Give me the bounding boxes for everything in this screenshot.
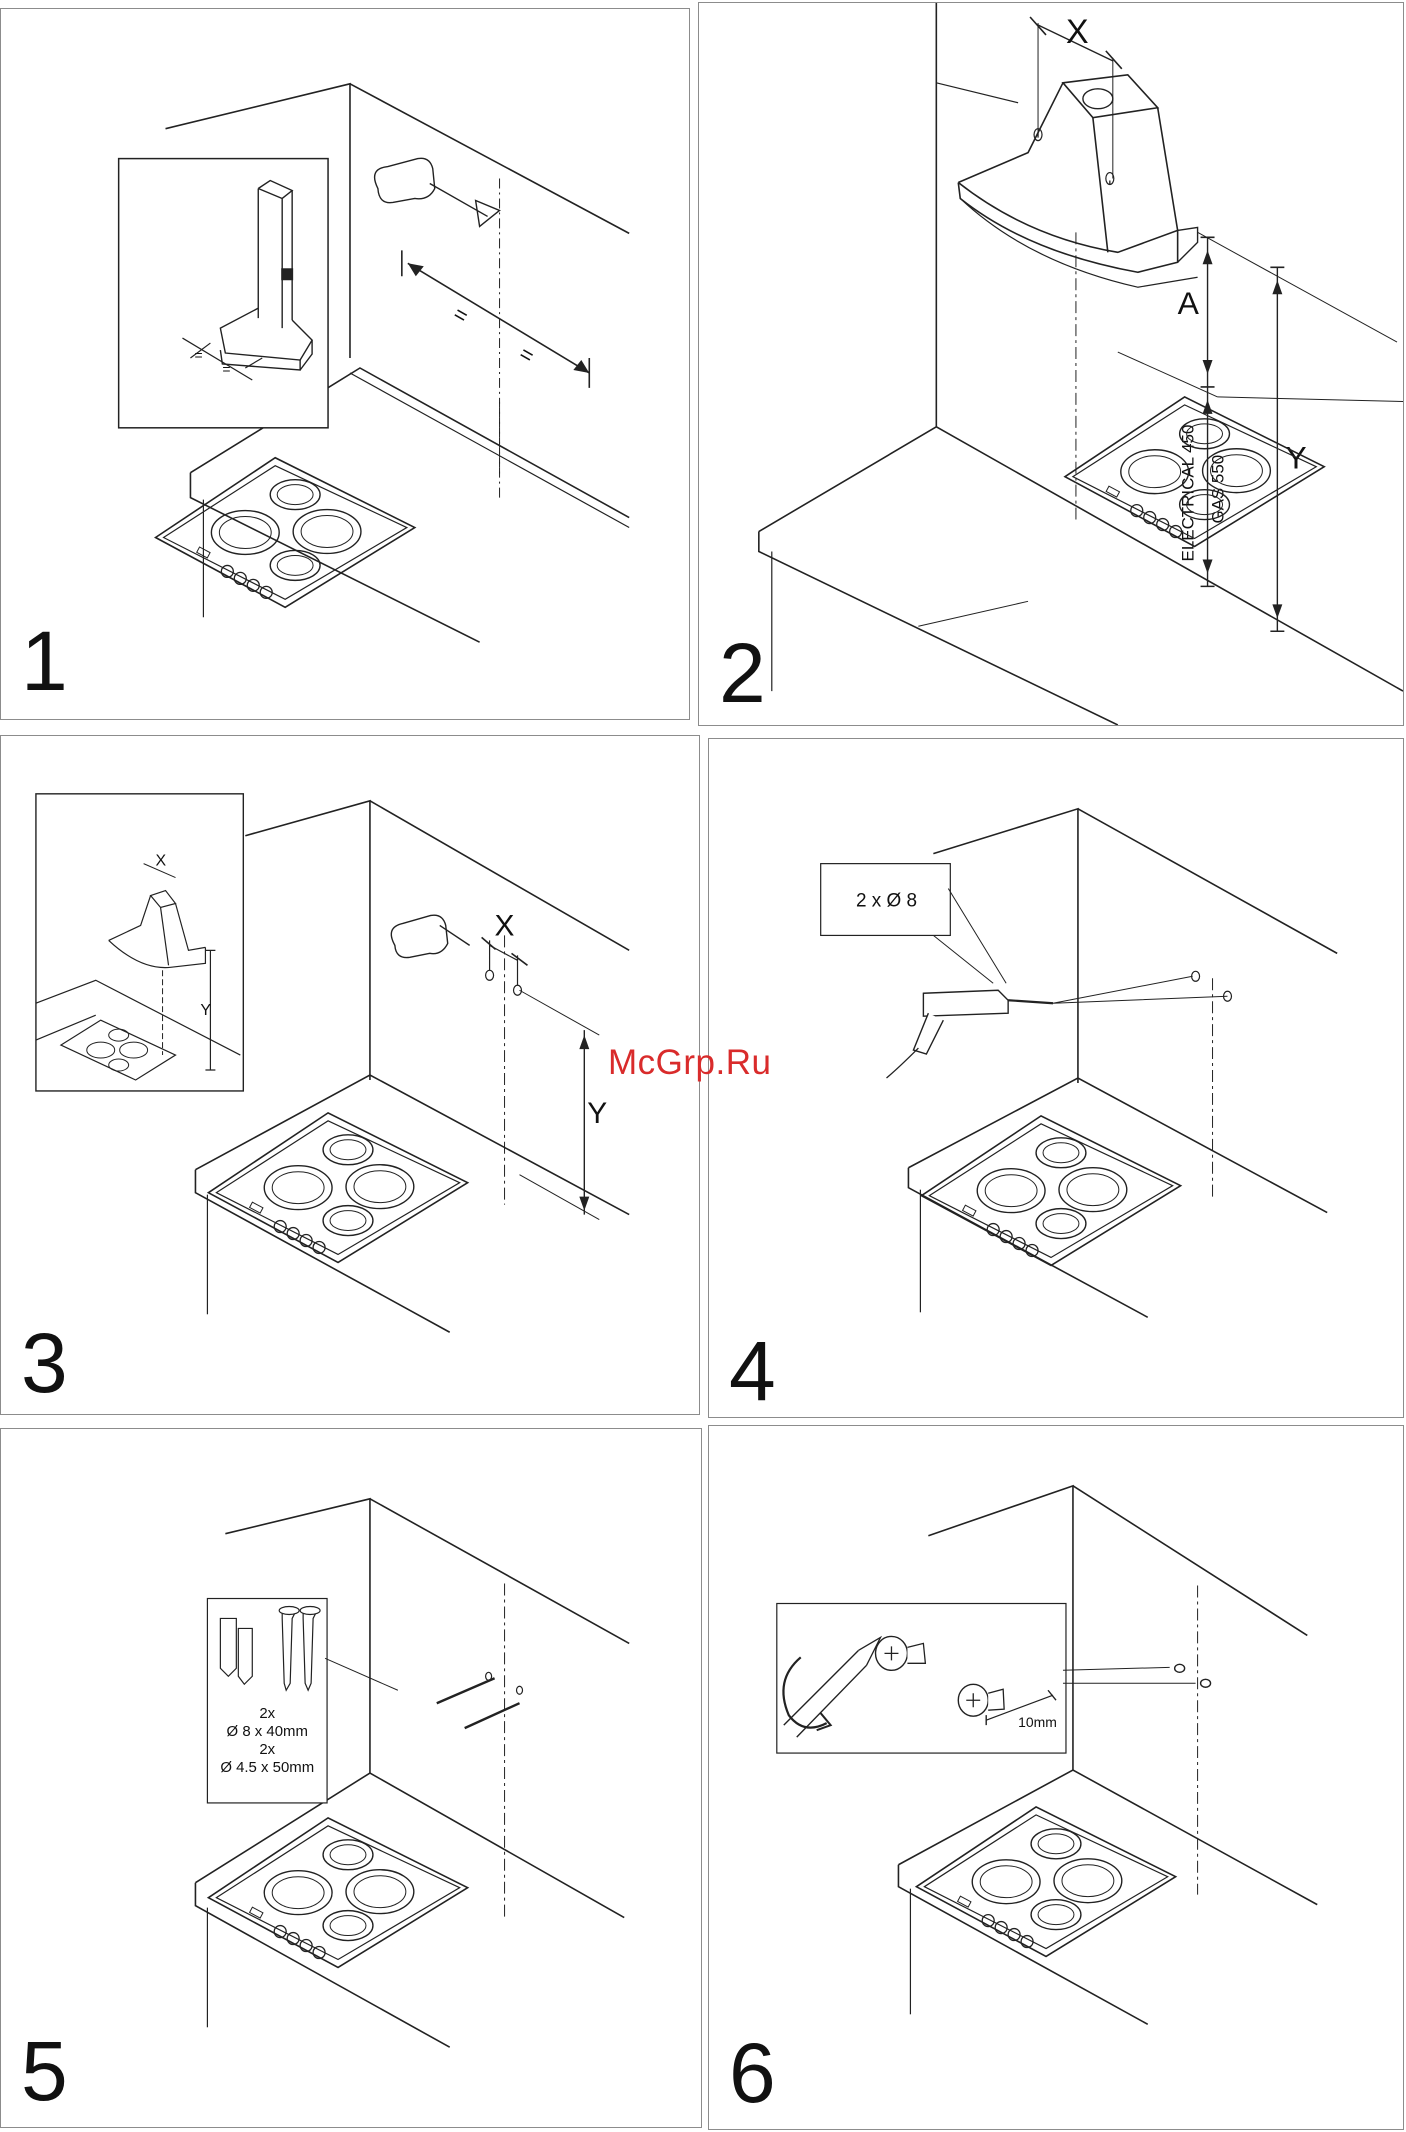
step-1-panel: = = = = 1 [0, 8, 690, 720]
step-2-panel: X A Y ELECTRICAL 450 GAS 550 2 [698, 2, 1404, 726]
step-number: 6 [729, 2031, 776, 2115]
dim-x-small: X [156, 853, 167, 870]
svg-text:=: = [515, 341, 539, 369]
dim-y-small: Y [200, 1002, 211, 1019]
dim-x-label: X [495, 909, 515, 942]
step-5-illustration: 2x Ø 8 x 40mm 2x Ø 4.5 x 50mm [1, 1429, 701, 2127]
step-4-panel: 2 x Ø 8 4 [708, 738, 1404, 1418]
screw-qty: 2x [259, 1741, 275, 1758]
step-6-panel: 10mm 6 [708, 1425, 1404, 2130]
step-number: 5 [21, 2029, 68, 2113]
gap-label: 10mm [1018, 1714, 1057, 1730]
step-6-illustration: 10mm [709, 1426, 1403, 2129]
drill-label: 2 x Ø 8 [856, 891, 917, 912]
step-number: 4 [729, 1329, 776, 1413]
step-1-illustration: = = = = [1, 9, 689, 719]
step-number: 2 [719, 631, 766, 715]
step-2-illustration: X A Y ELECTRICAL 450 GAS 550 [699, 3, 1403, 725]
step-number: 3 [21, 1321, 68, 1405]
step-3-panel: X Y X Y 3 [0, 735, 700, 1415]
step-5-panel: 2x Ø 8 x 40mm 2x Ø 4.5 x 50mm 5 [0, 1428, 702, 2128]
svg-text:=: = [449, 301, 473, 329]
dim-y-label: Y [587, 1097, 607, 1130]
step-number: 1 [21, 619, 68, 703]
step-3-illustration: X Y X Y [1, 736, 699, 1414]
dim-x-label: X [1066, 13, 1089, 51]
svg-text:=: = [222, 361, 230, 377]
plug-qty: 2x [259, 1705, 275, 1722]
watermark: McGrp.Ru [608, 1043, 771, 1083]
step-4-illustration: 2 x Ø 8 [709, 739, 1403, 1417]
screw-size: Ø 4.5 x 50mm [220, 1759, 314, 1776]
dim-a-label: A [1178, 285, 1200, 321]
svg-text:=: = [194, 347, 202, 363]
plug-size: Ø 8 x 40mm [227, 1723, 308, 1740]
